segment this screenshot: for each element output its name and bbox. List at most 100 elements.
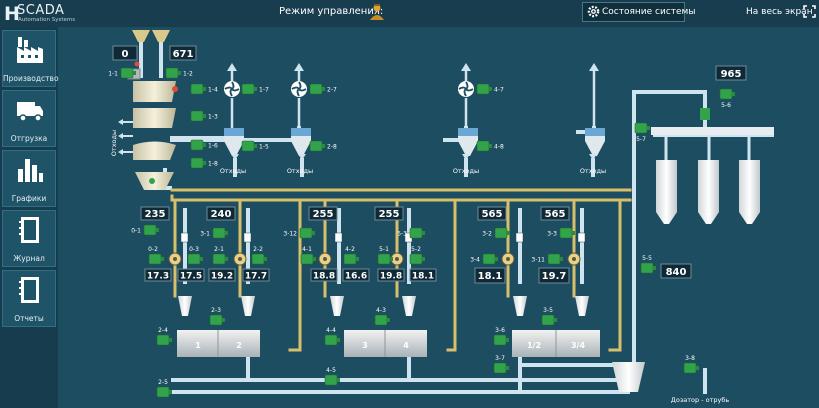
motor[interactable]: 2-3 — [209, 307, 225, 326]
motor-icon[interactable] — [559, 227, 573, 239]
motor-icon[interactable] — [241, 83, 255, 95]
motor[interactable]: 4-7 — [476, 83, 504, 95]
sidebar-item-production[interactable]: Производство — [2, 30, 59, 87]
motor[interactable]: 2-1 — [212, 246, 228, 265]
motor[interactable]: 0-1 — [131, 224, 159, 236]
motor-icon[interactable] — [719, 88, 733, 100]
motor-icon[interactable] — [324, 334, 338, 346]
motor[interactable]: 1-1 — [108, 67, 136, 79]
motor-icon[interactable] — [156, 334, 170, 346]
motor-icon[interactable] — [241, 140, 255, 152]
motor[interactable]: 1-6 — [190, 139, 218, 151]
motor-icon[interactable] — [165, 67, 179, 79]
sidebar-item-reports[interactable]: Отчеты — [2, 270, 56, 327]
motor-icon[interactable] — [309, 140, 323, 152]
motor-icon[interactable] — [190, 139, 204, 151]
motor[interactable]: 3-4 — [470, 253, 498, 265]
motor[interactable]: 4-4 — [324, 327, 340, 346]
motor[interactable]: 1-8 — [190, 157, 218, 169]
motor[interactable]: 5-1 — [377, 246, 393, 265]
motor[interactable]: 0-2 — [148, 246, 164, 265]
motor-icon[interactable] — [190, 83, 204, 95]
motor-icon[interactable] — [476, 83, 490, 95]
motor-icon[interactable] — [251, 253, 265, 265]
motor[interactable]: 4-5 — [324, 367, 340, 386]
motor-icon[interactable] — [377, 253, 391, 265]
fullscreen-icon[interactable] — [803, 5, 816, 18]
motor-icon[interactable] — [494, 227, 508, 239]
motor-icon[interactable] — [299, 227, 313, 239]
motor[interactable]: 2-2 — [251, 246, 267, 265]
motor[interactable]: 1-4 — [190, 83, 218, 95]
motor-icon[interactable] — [409, 227, 423, 239]
motor[interactable]: 3-2 — [482, 227, 510, 239]
motor-icon[interactable] — [634, 122, 648, 134]
motor-icon[interactable] — [209, 314, 223, 326]
motor-icon[interactable] — [683, 362, 697, 374]
sidebar-item-label: Отчеты — [14, 314, 44, 323]
motor-icon[interactable] — [482, 253, 496, 265]
motor-icon[interactable] — [156, 386, 170, 398]
motor[interactable]: 3-1 — [200, 227, 228, 239]
motor[interactable]: 2-5 — [156, 379, 172, 398]
motor-icon[interactable] — [190, 110, 204, 122]
motor-icon[interactable] — [309, 83, 323, 95]
motor-icon[interactable] — [300, 253, 314, 265]
motor-icon[interactable] — [343, 253, 357, 265]
motor[interactable]: 3-3 — [547, 227, 575, 239]
motor[interactable]: 5-2 — [409, 246, 425, 265]
motor-icon[interactable] — [212, 253, 226, 265]
motor[interactable]: 2-7 — [309, 83, 337, 95]
motor[interactable]: 0-3 — [187, 246, 203, 265]
system-state-button[interactable]: Состояние системы — [582, 2, 695, 22]
motor-icon[interactable] — [143, 224, 157, 236]
motor[interactable]: 5-6 — [719, 88, 735, 109]
motor[interactable]: 4-3 — [374, 307, 390, 326]
speed-value: 16.6 — [345, 272, 367, 282]
feed-value: 240 — [211, 209, 232, 220]
speed-value: 17.7 — [245, 272, 267, 282]
motor-icon[interactable] — [547, 253, 561, 265]
motor[interactable]: 4-1 — [300, 246, 316, 265]
sidebar-item-journal[interactable]: Журнал — [2, 210, 56, 267]
motor[interactable]: 4-2 — [343, 246, 359, 265]
operator-icon[interactable] — [368, 3, 386, 21]
motor[interactable]: 5-5 — [640, 255, 656, 274]
truck-icon — [17, 102, 43, 122]
motor[interactable]: 3-7 — [493, 355, 509, 374]
motor[interactable]: 1-7 — [241, 83, 269, 95]
motor-label: 0-1 — [131, 228, 141, 235]
motor-icon[interactable] — [324, 374, 338, 386]
motor-icon[interactable] — [493, 362, 507, 374]
motor[interactable]: 3-8 — [683, 355, 699, 374]
motor[interactable]: 4-8 — [476, 140, 504, 152]
motor-icon[interactable] — [120, 67, 134, 79]
motor[interactable]: 5-3 — [397, 227, 425, 239]
motor-icon[interactable] — [190, 157, 204, 169]
motor-icon[interactable] — [148, 253, 162, 265]
motor-icon[interactable] — [640, 262, 654, 274]
fullscreen-label[interactable]: На весь экран — [746, 7, 813, 17]
motor-icon[interactable] — [374, 314, 388, 326]
motor-label: 0-2 — [148, 246, 158, 253]
motor[interactable]: 3-12 — [283, 227, 315, 239]
motor-icon[interactable] — [476, 140, 490, 152]
motor-icon[interactable] — [212, 227, 226, 239]
motor[interactable]: 5-7 — [634, 122, 650, 143]
motor-icon[interactable] — [541, 314, 555, 326]
motor[interactable]: 2-8 — [309, 140, 337, 152]
motor[interactable]: 1-3 — [190, 110, 218, 122]
motor[interactable]: 1-2 — [165, 67, 193, 79]
motor-icon[interactable] — [409, 253, 423, 265]
motor-icon[interactable] — [493, 334, 507, 346]
motor[interactable]: 1-5 — [241, 140, 269, 152]
motor-icon[interactable] — [187, 253, 201, 265]
motor[interactable]: 3-11 — [531, 253, 563, 265]
motor[interactable]: 2-4 — [156, 327, 172, 346]
motor[interactable]: 3-6 — [493, 327, 509, 346]
sidebar-item-charts[interactable]: Графики — [2, 150, 56, 207]
motor[interactable]: 3-5 — [541, 307, 557, 326]
sidebar-item-shipment[interactable]: Отгрузка — [2, 90, 56, 147]
waste-label: Отходы — [453, 167, 479, 175]
